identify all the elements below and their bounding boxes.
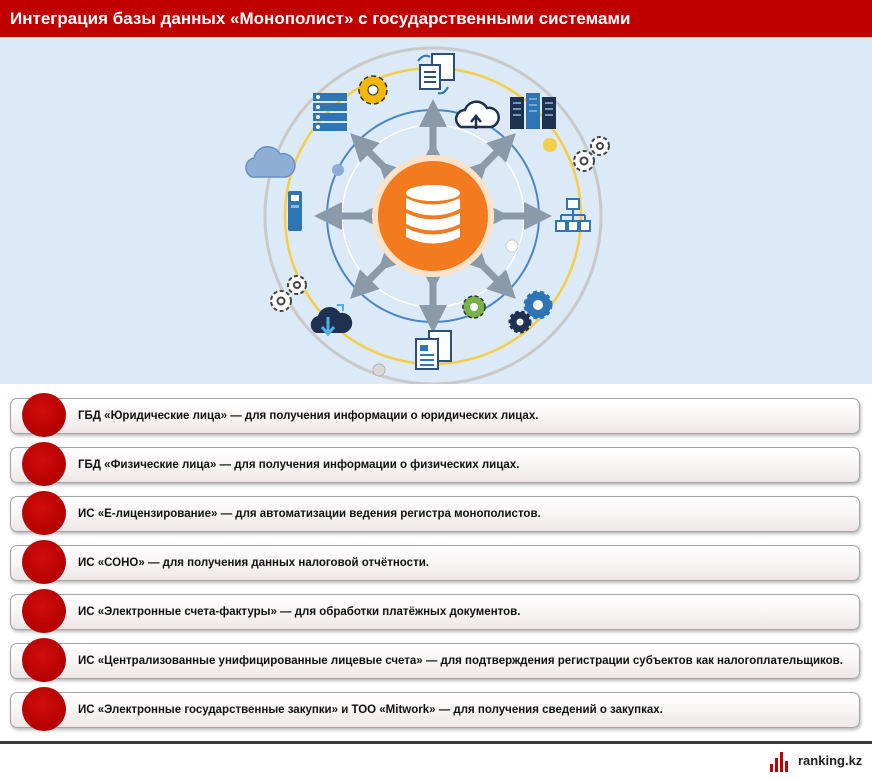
diagram-svg (245, 46, 610, 384)
bullet-circle (22, 638, 66, 682)
phone-server-icon (288, 191, 302, 231)
server-rack-icon (510, 93, 556, 129)
gears-icon-right (573, 136, 610, 172)
bar-chart-icon (770, 752, 792, 772)
hierarchy-icon (555, 198, 591, 232)
ring-dot-blue (332, 164, 344, 176)
list-item: ГБД «Физические лица» — для получения ин… (10, 442, 860, 486)
bullet-circle (22, 442, 66, 486)
list-item: ИС «Е-лицензирование» — для автоматизаци… (10, 491, 860, 535)
ring-dot-gray (372, 363, 386, 377)
bullet-circle (22, 589, 66, 633)
integration-diagram (0, 37, 872, 384)
list-item: ГБД «Юридические лица» — для получения и… (10, 393, 860, 437)
logo-text: ranking.kz (798, 753, 863, 768)
database-icon (372, 155, 494, 277)
gears-icon-left (270, 275, 307, 312)
list-item-text: ИС «Централизованные унифицированные лиц… (78, 655, 843, 667)
list-item: ИС «Централизованные унифицированные лиц… (10, 638, 860, 682)
list-item: ИС «СОНО» — для получения данных налогов… (10, 540, 860, 584)
outer-gray-ring (263, 46, 603, 384)
cloud-download-icon (310, 304, 353, 337)
list-item-text: ГБД «Физические лица» — для получения ин… (78, 459, 520, 471)
bullet-circle (22, 393, 66, 437)
list-item-text: ИС «СОНО» — для получения данных налогов… (78, 557, 429, 569)
cloud-icon (245, 146, 296, 178)
cloud-upload-icon (454, 100, 500, 129)
arrow-top-left (350, 133, 408, 191)
arrow-bottom-left (350, 241, 408, 299)
ring-dot-white (505, 239, 519, 253)
bullet-circle (22, 687, 66, 731)
gears-icon-blue (508, 290, 553, 334)
bullet-circle (22, 540, 66, 584)
list-item: ИС «Электронные государственные закупки»… (10, 687, 860, 731)
page-title: Интеграция базы данных «Монополист» с го… (0, 0, 872, 37)
server-list-icon (313, 93, 347, 131)
list-item-text: ИС «Е-лицензирование» — для автоматизаци… (78, 508, 541, 520)
arrow-bottom-right (458, 241, 516, 299)
bullet-circle (22, 491, 66, 535)
list-item-text: ИС «Электронные счета-фактуры» — для обр… (78, 606, 521, 618)
footer-divider (0, 741, 872, 744)
document-icon-bottom (415, 330, 452, 370)
ring-dot-yellow (543, 138, 557, 152)
arrow-top-right (458, 133, 516, 191)
list-item-text: ИС «Электронные государственные закупки»… (78, 704, 663, 716)
list-item-text: ГБД «Юридические лица» — для получения и… (78, 410, 539, 422)
list-item: ИС «Электронные счета-фактуры» — для обр… (10, 589, 860, 633)
document-icon-top (417, 53, 455, 95)
gear-icon-yellow (358, 75, 388, 105)
gear-icon-green (462, 295, 486, 319)
